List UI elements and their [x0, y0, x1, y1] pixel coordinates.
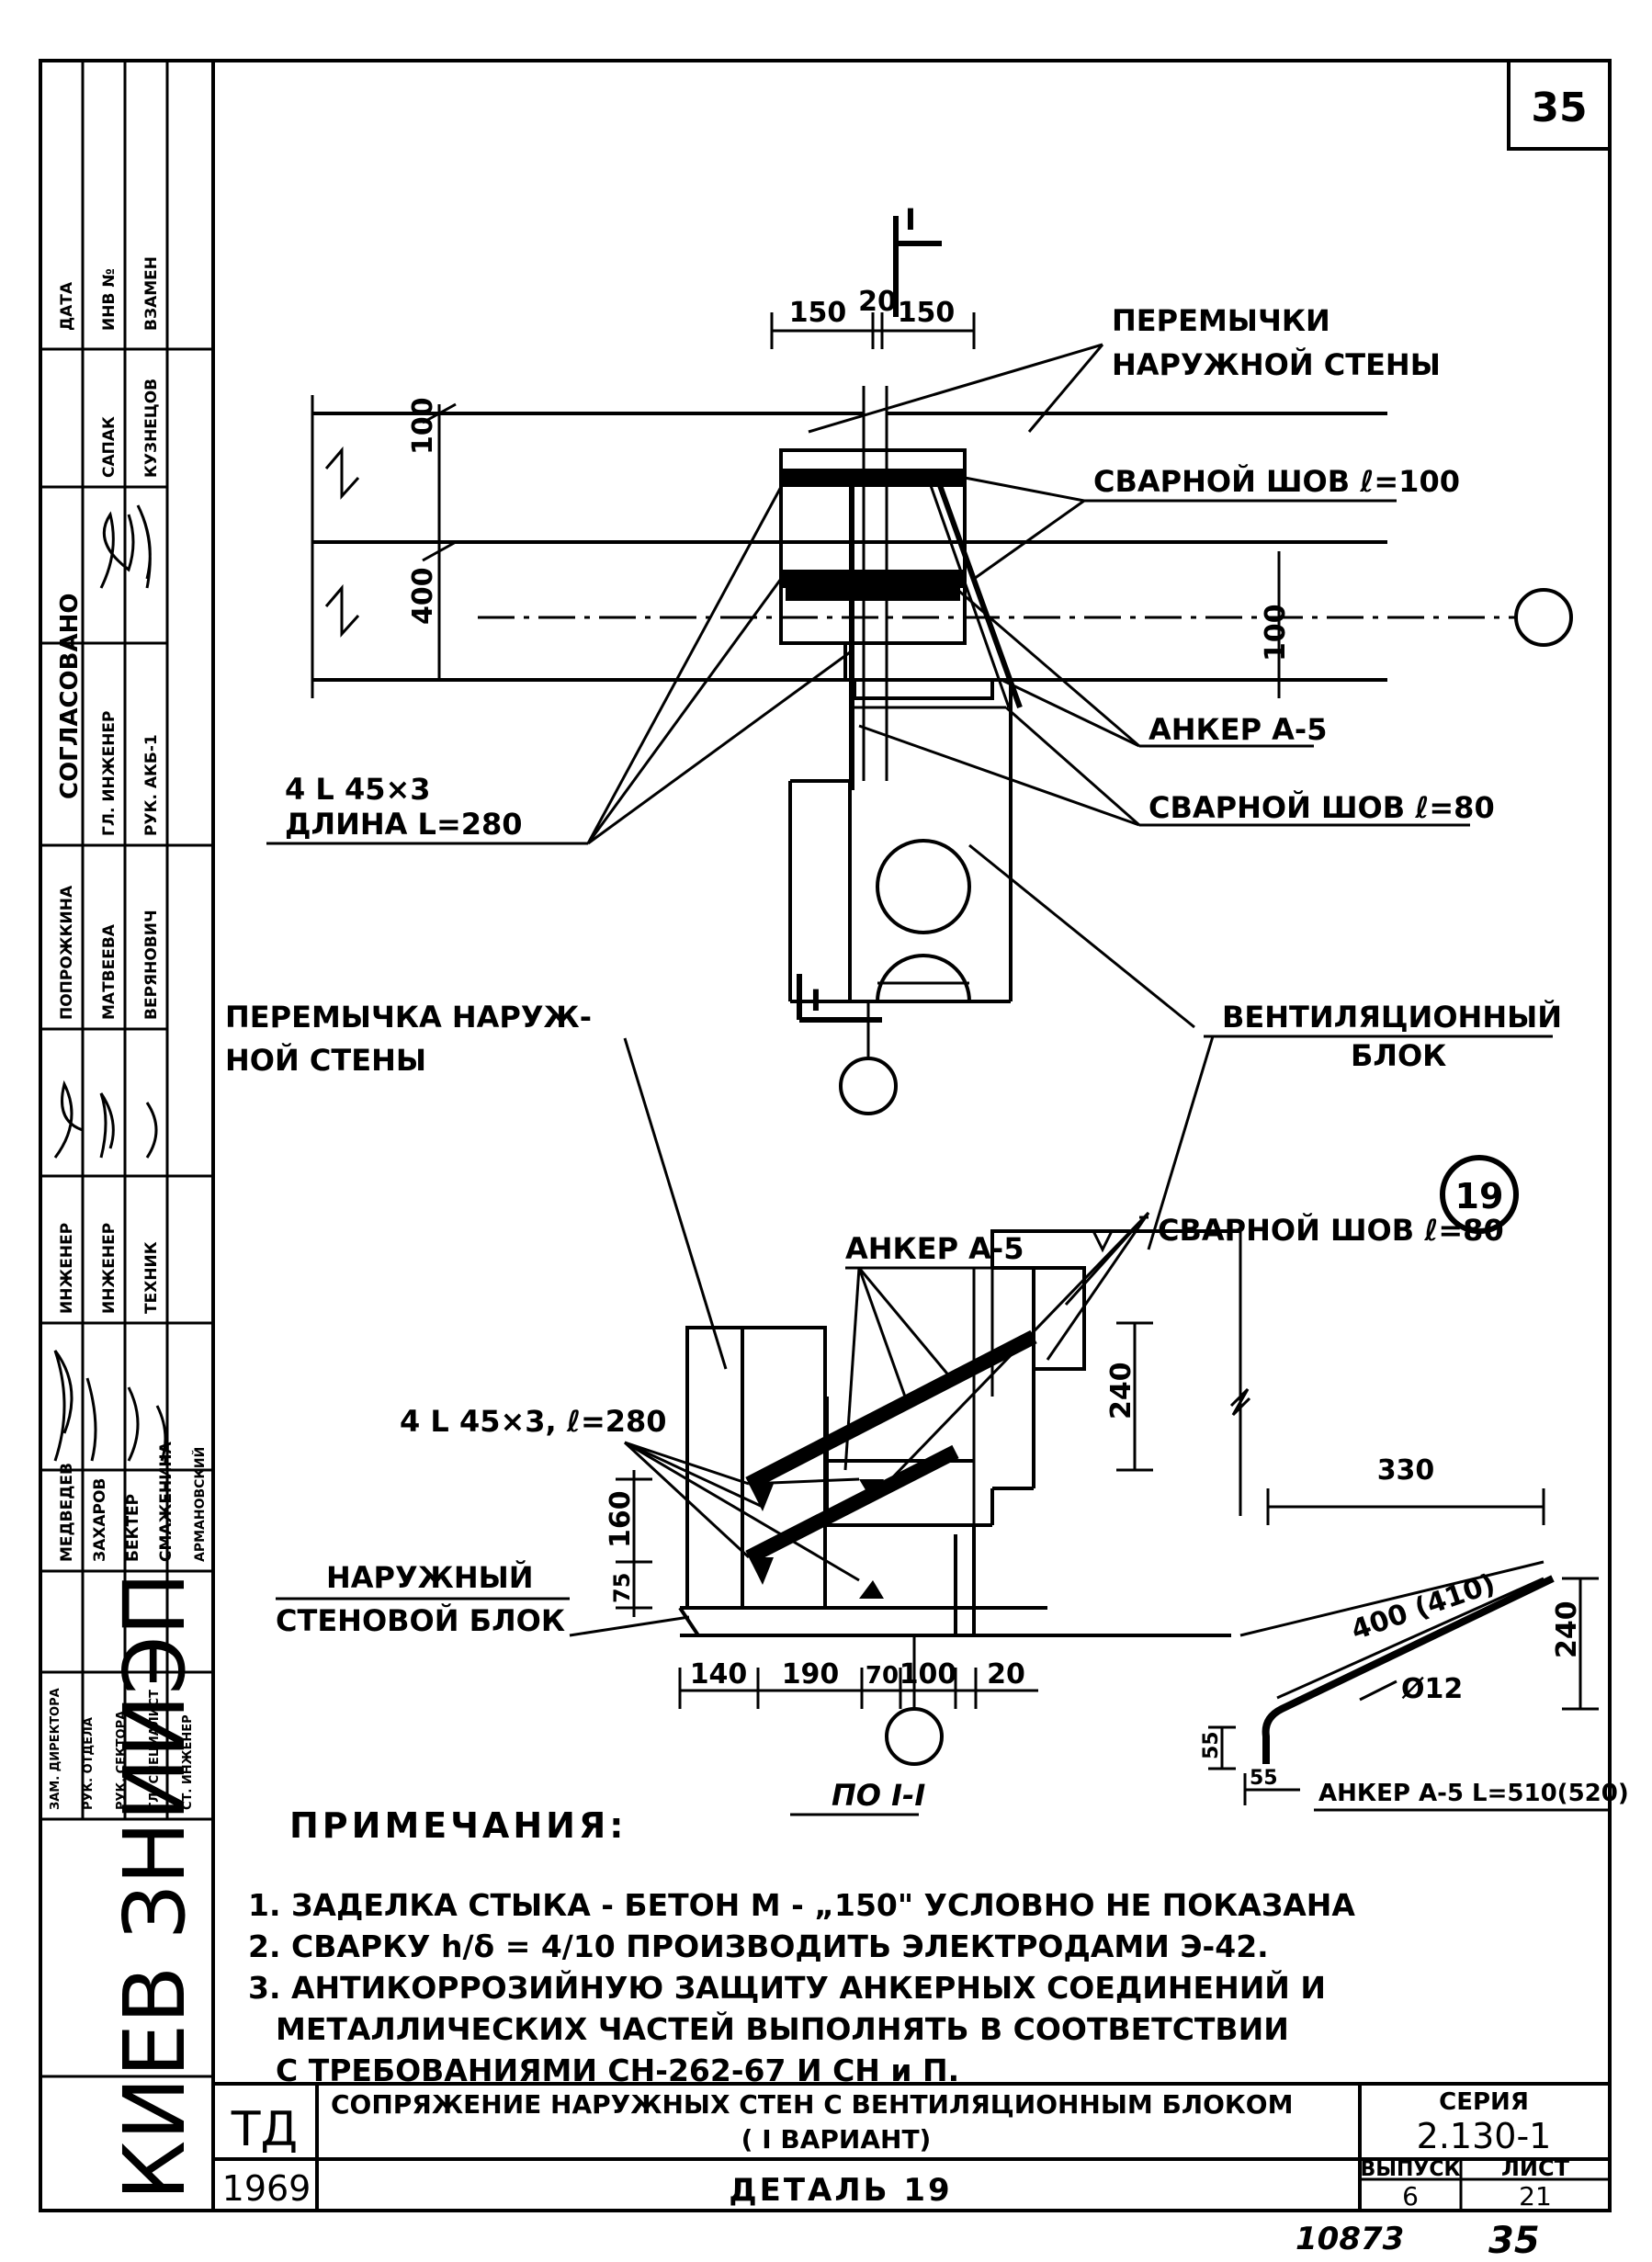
outer-frame — [39, 59, 1612, 2212]
section-title: ПО I-I — [832, 1778, 925, 1813]
stamp-pos-3: РУК. СЕКТОРА — [115, 1711, 129, 1810]
label-weld-100: СВАРНОЙ ШОВ ℓ=100 — [1093, 464, 1460, 499]
dim-140: 140 — [690, 1658, 748, 1691]
note-3: 3. АНТИКОРРОЗИЙНУЮ ЗАЩИТУ АНКЕРНЫХ СОЕДИ… — [248, 1969, 1326, 2006]
label-outer-block-2: СТЕНОВОЙ БЛОК — [276, 1603, 565, 1638]
stamp-inv: ИНВ № — [100, 268, 119, 331]
section-mark-bottom: I — [810, 983, 821, 1018]
dim-330: 330 — [1377, 1454, 1435, 1487]
stamp-name-1: МЕДВЕДЕВ — [58, 1463, 76, 1562]
issue-value: 6 — [1402, 2181, 1419, 2211]
anchor-detail: 330 400 (410) 240 Ø12 55 55 АНКЕР А-5 L=… — [1200, 1454, 1629, 1812]
issue-label: ВЫПУСК — [1360, 2158, 1460, 2181]
top-plan-view: I 150 20 150 — [266, 202, 1573, 1115]
sheet-value: 21 — [1519, 2181, 1552, 2211]
label-vent-block-1: ВЕНТИЛЯЦИОННЫЙ — [1222, 1000, 1562, 1035]
stamp-agreed-name-1: САПАК — [100, 416, 119, 478]
dim-dia: Ø12 — [1401, 1673, 1463, 1705]
dim-240-anchor: 240 — [1551, 1600, 1583, 1658]
section-view: АНКЕР А-5 СВАРНОЙ ШОВ ℓ=80 4 L 45×3, ℓ=2… — [276, 1211, 1504, 1816]
dim-100-side: 100 — [1260, 604, 1292, 662]
note-2: 2. СВАРКУ h/δ = 4/10 ПРОИЗВОДИТЬ ЭЛЕКТРО… — [248, 1928, 1269, 1964]
td-mark: ТД — [231, 2102, 298, 2157]
side-stamp: ДАТА ИНВ № ВЗАМЕН СОГЛАСОВАНО ГЛ. ИНЖЕНЕ… — [40, 61, 213, 1821]
org-block: КИЕВ ЗНИИЭП — [40, 1572, 213, 2200]
page-number-box: 35 — [1507, 59, 1612, 151]
stamp-role-1: ИНЖЕНЕР — [58, 1223, 76, 1314]
dim-190: 190 — [782, 1658, 840, 1691]
detail-number: 19 — [1455, 1176, 1504, 1216]
series-label: СЕРИЯ — [1439, 2088, 1529, 2116]
label-outer-block-1: НАРУЖНЫЙ — [326, 1560, 534, 1595]
label-weld-80-section: СВАРНОЙ ШОВ ℓ=80 — [1158, 1213, 1504, 1248]
label-lintel-outer-1: ПЕРЕМЫЧКА НАРУЖ- — [225, 1000, 592, 1035]
footer-code: 10873 — [1296, 2221, 1404, 2257]
dim-75: 75 — [609, 1573, 635, 1603]
stamp-role-3: ТЕХНИК — [142, 1241, 161, 1314]
stamp-date: ДАТА — [58, 281, 76, 331]
detail-title: ДЕТАЛЬ 19 — [729, 2172, 952, 2209]
notes-heading: ПРИМЕЧАНИЯ: — [289, 1805, 627, 1846]
label-lintels-1: ПЕРЕМЫЧКИ — [1112, 303, 1330, 338]
dim-150-right: 150 — [898, 297, 956, 329]
dim-100-bottom: 100 — [900, 1658, 957, 1691]
stamp-name-4: СМАЖЕНИНА — [157, 1441, 175, 1562]
label-angle-section: 4 L 45×3, ℓ=280 — [400, 1404, 667, 1439]
note-4: МЕТАЛЛИЧЕСКИХ ЧАСТЕЙ ВЫПОЛНЯТЬ В СООТВЕТ… — [276, 2010, 1289, 2047]
label-angle-top-1: 4 L 45×3 — [285, 772, 431, 807]
label-vent-block-2: БЛОК — [1351, 1038, 1446, 1073]
dim-240-section: 240 — [1105, 1362, 1137, 1419]
note-1: 1. ЗАДЕЛКА СТЫКА - БЕТОН М - „150" УСЛОВ… — [248, 1887, 1355, 1923]
label-lintels-2: НАРУЖНОЙ СТЕНЫ — [1112, 347, 1441, 382]
dim-55-vert: 55 — [1200, 1731, 1223, 1759]
stamp-name-5: АРМАНОВСКИЙ — [192, 1447, 208, 1562]
year: 1969 — [222, 2168, 311, 2209]
dim-150-left: 150 — [789, 297, 847, 329]
footer-page: 35 — [1488, 2220, 1540, 2262]
dim-20: 20 — [858, 286, 897, 318]
series-value: 2.130-1 — [1417, 2116, 1552, 2156]
section-mark-top: I — [905, 202, 916, 237]
stamp-agreed-role-1: ГЛ. ИНЖЕНЕР — [100, 710, 119, 836]
dim-55-horiz: 55 — [1250, 1767, 1278, 1790]
page-number: 35 — [1531, 85, 1587, 131]
org-name: КИЕВ ЗНИИЭП — [106, 1572, 204, 2200]
stamp-role-2: ИНЖЕНЕР — [100, 1223, 119, 1314]
dim-100-top: 100 — [407, 397, 439, 455]
stamp-pos-5: СТ. ИНЖЕНЕР — [181, 1714, 195, 1810]
stamp-pos-4: ГЛ. СПЕЦИАЛИСТ — [148, 1690, 162, 1810]
label-anchor-section: АНКЕР А-5 — [845, 1231, 1024, 1266]
stamp-pos-1: ЗАМ. ДИРЕКТОРА — [49, 1688, 62, 1810]
stamp-author-2: МАТВЕЕВА — [100, 923, 119, 1020]
stamp-author-3: ВЕРЯНОВИЧ — [142, 910, 161, 1020]
mid-labels: ПЕРЕМЫЧКА НАРУЖ- НОЙ СТЕНЫ ВЕНТИЛЯЦИОННЫ… — [225, 1000, 1562, 1370]
title-line-2: ( I ВАРИАНТ) — [741, 2124, 932, 2155]
stamp-agreed-role-2: РУК. АКБ-1 — [142, 734, 161, 836]
label-angle-top-2: ДЛИНА L=280 — [285, 807, 523, 842]
title-line-1: СОПРЯЖЕНИЕ НАРУЖНЫХ СТЕН С ВЕНТИЛЯЦИОННЫ… — [331, 2089, 1293, 2120]
stamp-name-3: БЕКТЕР — [124, 1494, 142, 1562]
anchor-caption: АНКЕР А-5 L=510(520) — [1318, 1780, 1629, 1807]
stamp-name-2: ЗАХАРОВ — [91, 1478, 109, 1562]
stamp-agreed: СОГЛАСОВАНО — [56, 594, 84, 799]
dim-20-bottom: 20 — [987, 1658, 1025, 1691]
dim-400: 400 — [407, 567, 439, 625]
dim-70: 70 — [866, 1662, 899, 1690]
dim-160: 160 — [605, 1490, 637, 1548]
notes: ПРИМЕЧАНИЯ: 1. ЗАДЕЛКА СТЫКА - БЕТОН М -… — [248, 1805, 1355, 2088]
label-weld-80-top: СВАРНОЙ ШОВ ℓ=80 — [1148, 790, 1495, 825]
stamp-pos-2: РУК. ОТДЕЛА — [82, 1717, 96, 1810]
label-lintel-outer-2: НОЙ СТЕНЫ — [225, 1043, 426, 1078]
stamp-agreed-name-2: КУЗНЕЦОВ — [142, 379, 161, 478]
stamp-replace: ВЗАМЕН — [142, 256, 161, 331]
stamp-author-1: ПОПРОЖКИНА — [58, 885, 76, 1020]
label-anchor-top: АНКЕР А-5 — [1148, 712, 1327, 747]
sheet-label: ЛИСТ — [1501, 2155, 1570, 2181]
title-block: ТД СОПРЯЖЕНИЕ НАРУЖНЫХ СТЕН С ВЕНТИЛЯЦИО… — [213, 2082, 1610, 2211]
